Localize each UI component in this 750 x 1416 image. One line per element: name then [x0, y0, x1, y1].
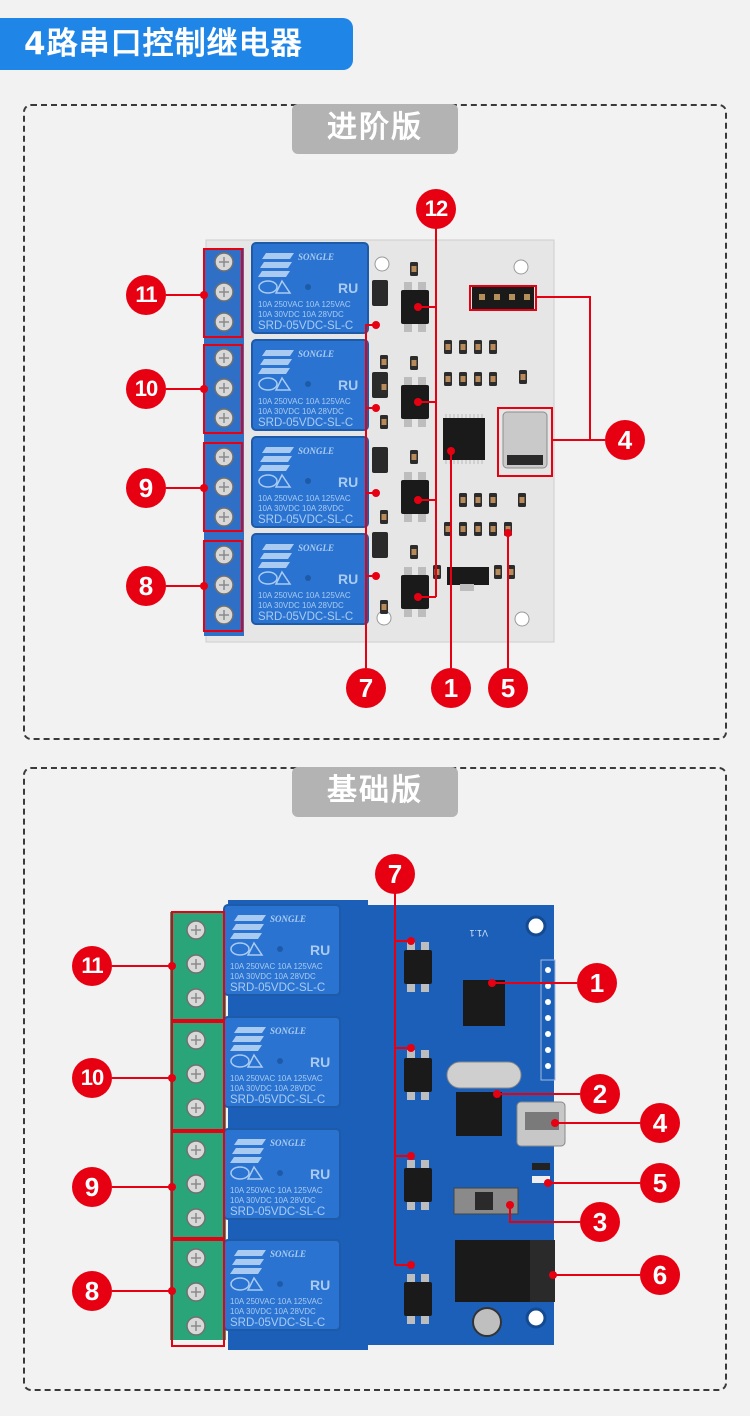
smd-component	[489, 522, 497, 536]
callout-9-terminal-3: 9	[126, 468, 166, 508]
terminal-screw	[214, 348, 234, 368]
smd-component	[494, 565, 502, 579]
terminal-screw	[214, 605, 234, 625]
relay-1	[251, 242, 369, 334]
terminal-screw	[186, 1098, 206, 1118]
callout-11-terminal-1: 11	[72, 946, 112, 986]
relay-3	[251, 436, 369, 528]
smd-component	[489, 493, 497, 507]
terminal-screw	[214, 447, 234, 467]
smd-component	[410, 262, 418, 276]
advanced-version-tag: 进阶版	[292, 104, 458, 154]
basic-board: V1.1	[170, 900, 566, 1350]
smd-component	[410, 545, 418, 559]
callout-4-micro-usb: 4	[640, 1103, 680, 1143]
terminal-screw	[214, 252, 234, 272]
terminal-screw	[186, 1174, 206, 1194]
smd-component	[444, 340, 452, 354]
basic-annotations	[112, 892, 640, 1347]
terminal-screw	[186, 1064, 206, 1084]
smd-component	[410, 356, 418, 370]
terminal-screw	[186, 1316, 206, 1336]
terminal-screw	[214, 282, 234, 302]
smd-component	[459, 522, 467, 536]
smd-component	[459, 493, 467, 507]
terminal-screw	[186, 954, 206, 974]
smd-component	[474, 372, 482, 386]
smd-component	[459, 372, 467, 386]
terminal-screw	[186, 1030, 206, 1050]
callout-8-terminal-4: 8	[72, 1271, 112, 1311]
terminal-screw	[186, 920, 206, 940]
callout-4-usb-header: 4	[605, 420, 645, 460]
terminal-screw	[186, 988, 206, 1008]
callout-1-mcu: 1	[577, 963, 617, 1003]
callout-7-leds: 7	[346, 668, 386, 708]
basic-version-tag: 基础版	[292, 767, 458, 817]
smd-component	[410, 450, 418, 464]
smd-component	[489, 372, 497, 386]
smd-component	[489, 340, 497, 354]
terminal-screw	[214, 477, 234, 497]
terminal-screw	[214, 507, 234, 527]
smd-component	[380, 380, 388, 394]
relay-4	[251, 533, 369, 625]
silkscreen-version: V1.1	[469, 928, 488, 938]
smd-component	[380, 510, 388, 524]
page-title: 4路串口控制继电器	[0, 18, 353, 70]
terminal-screw	[214, 408, 234, 428]
terminal-screw	[214, 575, 234, 595]
smd-component	[519, 370, 527, 384]
smd-component	[474, 522, 482, 536]
terminal-screw	[186, 1208, 206, 1228]
terminal-screw	[214, 545, 234, 565]
smd-component	[444, 372, 452, 386]
callout-9-terminal-3: 9	[72, 1167, 112, 1207]
smd-component	[380, 600, 388, 614]
callout-5-power-led: 5	[640, 1163, 680, 1203]
terminal-screw	[186, 1140, 206, 1160]
callout-6-dc-jack: 6	[640, 1255, 680, 1295]
callout-1-mcu: 1	[431, 668, 471, 708]
callout-10-terminal-2: 10	[126, 369, 166, 409]
callout-12-optocouplers: 12	[416, 189, 456, 229]
terminal-screw	[214, 312, 234, 332]
callout-10-terminal-2: 10	[72, 1058, 112, 1098]
callout-5-power-led: 5	[488, 668, 528, 708]
terminal-screw	[214, 378, 234, 398]
callout-11-terminal-1: 11	[126, 275, 166, 315]
callout-3-slide-switch: 3	[580, 1202, 620, 1242]
smd-component	[380, 355, 388, 369]
callout-8-terminal-4: 8	[126, 566, 166, 606]
callout-2-usb-chip: 2	[580, 1074, 620, 1114]
smd-component	[474, 493, 482, 507]
callout-7-leds: 7	[375, 854, 415, 894]
smd-component	[459, 340, 467, 354]
terminal-screw	[186, 1248, 206, 1268]
smd-component	[518, 493, 526, 507]
smd-component	[474, 340, 482, 354]
smd-component	[380, 415, 388, 429]
terminal-screw	[186, 1282, 206, 1302]
advanced-board	[204, 239, 555, 643]
relay-2	[251, 339, 369, 431]
